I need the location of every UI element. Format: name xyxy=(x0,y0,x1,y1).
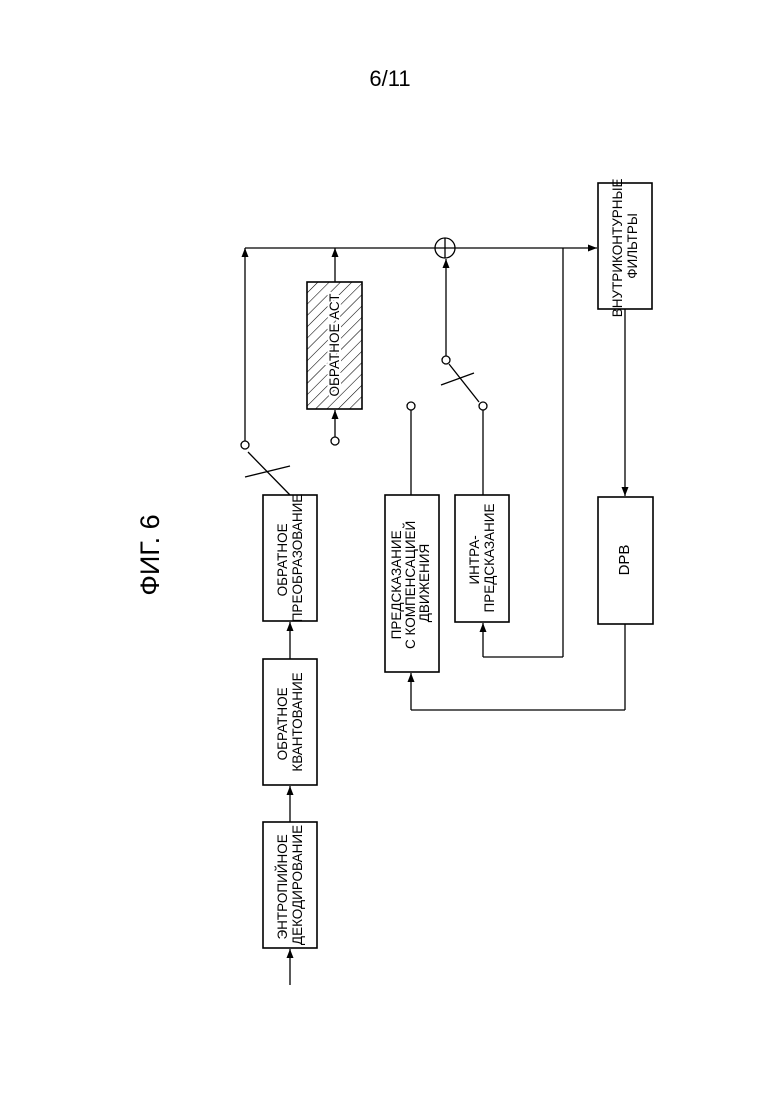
act-input-node xyxy=(331,437,339,445)
svg-text:ОБРАТНОЕ АСТ: ОБРАТНОЕ АСТ xyxy=(327,294,342,397)
motion-compensated-prediction-block: ПРЕДСКАЗАНИЕ С КОМПЕНСАЦИЕЙ ДВИЖЕНИЯ xyxy=(385,495,439,672)
inverse-act-block: ОБРАТНОЕ АСТ xyxy=(307,282,362,409)
svg-text:ЭНТРОПИЙНОЕ ДЕКОДИРОВАНИ: ЭНТРОПИЙНОЕ ДЕКОДИРОВАНИЕ xyxy=(275,825,305,945)
svg-text:DPB: DPB xyxy=(616,545,633,576)
inverse-act-label: ОБРАТНОЕ АСТ xyxy=(327,294,342,397)
figure-title: ФИГ. 6 xyxy=(135,514,165,595)
intra-prediction-label-2: ПРЕДСКАЗАНИЕ xyxy=(482,504,497,613)
inverse-transform-label-1: ОБРАТНОЕ xyxy=(275,523,290,596)
inverse-transform-block: ОБРАТНОЕ ПРЕОБРАЗОВАНИЕ xyxy=(263,494,317,623)
intra-prediction-block: ИНТРА- ПРЕДСКАЗАНИЕ xyxy=(455,495,509,622)
motion-pred-output-node xyxy=(407,402,415,410)
inverse-quantization-label-2: КВАНТОВАНИЕ xyxy=(290,672,305,771)
dpb-block: DPB xyxy=(598,497,653,624)
in-loop-filters-label-2: ФИЛЬТРЫ xyxy=(625,213,640,279)
motion-comp-label-1: ПРЕДСКАЗАНИЕ xyxy=(389,530,404,639)
entropy-decoding-label-1: ЭНТРОПИЙНОЕ xyxy=(275,834,290,939)
dpb-label: DPB xyxy=(616,545,633,576)
inverse-quantization-label-1: ОБРАТНОЕ xyxy=(275,687,290,760)
transform-switch-node xyxy=(241,441,249,449)
transform-switch-arm xyxy=(248,452,290,495)
prediction-switch-pivot xyxy=(442,356,450,364)
inverse-quantization-block: ОБРАТНОЕ КВАНТОВАНИЕ xyxy=(263,659,317,785)
entropy-decoding-label-2: ДЕКОДИРОВАНИЕ xyxy=(290,825,305,945)
in-loop-filters-block: ВНУТРИКОНТУРНЫЕ ФИЛЬТРЫ xyxy=(598,175,652,318)
in-loop-filters-label-1: ВНУТРИКОНТУРНЫЕ xyxy=(610,178,625,317)
entropy-decoding-block: ЭНТРОПИЙНОЕ ДЕКОДИРОВАНИЕ xyxy=(263,822,317,948)
inverse-transform-label-2: ПРЕОБРАЗОВАНИЕ xyxy=(290,494,305,623)
transform-switch-indicator xyxy=(245,466,290,477)
motion-comp-label-2: С КОМПЕНСАЦИЕЙ xyxy=(403,521,418,649)
intra-prediction-label-1: ИНТРА- xyxy=(467,535,482,584)
intra-pred-output-node xyxy=(479,402,487,410)
prediction-switch-arm xyxy=(449,364,479,402)
motion-comp-label-3: ДВИЖЕНИЯ xyxy=(417,544,432,623)
svg-text:ОБРАТНОЕ КВАНТОВАНИЕ: ОБРАТНОЕ КВАНТОВАНИЕ xyxy=(275,672,305,771)
